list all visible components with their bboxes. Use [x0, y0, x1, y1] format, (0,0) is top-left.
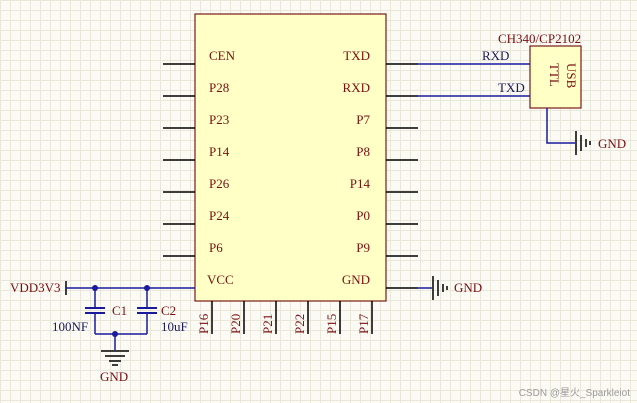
c2-ref: C2 [161, 303, 176, 318]
pin-label-p16: P16 [196, 313, 211, 334]
vdd-label: VDD3V3 [10, 280, 61, 295]
pin-label-p24: P24 [209, 208, 230, 223]
usb-module-label-ttl: TTL [547, 63, 562, 87]
pin-label-cen: CEN [209, 48, 236, 63]
pin-label-rxd: RXD [343, 80, 370, 95]
usb-module-label-usb: USB [564, 63, 579, 89]
right-pin-labels: TXD RXD P7 P8 P14 P0 P9 GND [342, 48, 371, 287]
pin-label-p7: P7 [356, 112, 370, 127]
c1-ref: C1 [112, 303, 127, 318]
wire-usb-gnd [546, 108, 575, 144]
bottom-pin-lines [211, 301, 373, 334]
pin-label-p22: P22 [292, 314, 307, 334]
left-pin-labels: CEN P28 P23 P14 P26 P24 P6 VCC [207, 48, 236, 287]
usb-pin-label-rxd: RXD [482, 48, 509, 63]
pin-label-p23: P23 [209, 112, 229, 127]
usb-module-body[interactable] [529, 45, 582, 109]
chip-body[interactable] [194, 13, 387, 302]
right-pin-lines [386, 63, 418, 289]
gnd-label-caps: GND [100, 369, 128, 384]
pin-label-p20: P20 [228, 314, 243, 334]
ground-symbol-usb [575, 131, 591, 155]
left-pin-lines [163, 63, 195, 257]
gnd-label-chip: GND [454, 280, 482, 295]
pin-label-p26: P26 [209, 176, 230, 191]
c2-value: 10uF [161, 319, 188, 334]
pin-label-p14-right: P14 [350, 176, 371, 191]
pin-label-p14-left: P14 [209, 144, 230, 159]
pin-label-vcc: VCC [207, 272, 234, 287]
pin-label-gnd: GND [342, 272, 370, 287]
pin-label-p9: P9 [356, 240, 370, 255]
ground-symbol-chip [432, 276, 448, 300]
pin-label-p0: P0 [356, 208, 370, 223]
pin-label-p21: P21 [260, 314, 275, 334]
pin-label-p17: P17 [356, 313, 371, 334]
bottom-pin-labels: P16 P20 P21 P22 P15 P17 [196, 313, 371, 334]
ground-symbol-caps [101, 350, 129, 366]
pin-label-txd: TXD [343, 48, 370, 63]
gnd-label-usb: GND [598, 136, 626, 151]
pin-label-p28: P28 [209, 80, 229, 95]
watermark: CSDN @星火_Sparkleiot [519, 387, 631, 399]
pin-label-p15: P15 [324, 314, 339, 334]
pin-label-p6: P6 [209, 240, 223, 255]
usb-pin-label-txd: TXD [498, 80, 525, 95]
pin-label-p8: P8 [356, 144, 370, 159]
c1-value: 100NF [52, 319, 88, 334]
usb-module-title: CH340/CP2102 [498, 31, 581, 46]
